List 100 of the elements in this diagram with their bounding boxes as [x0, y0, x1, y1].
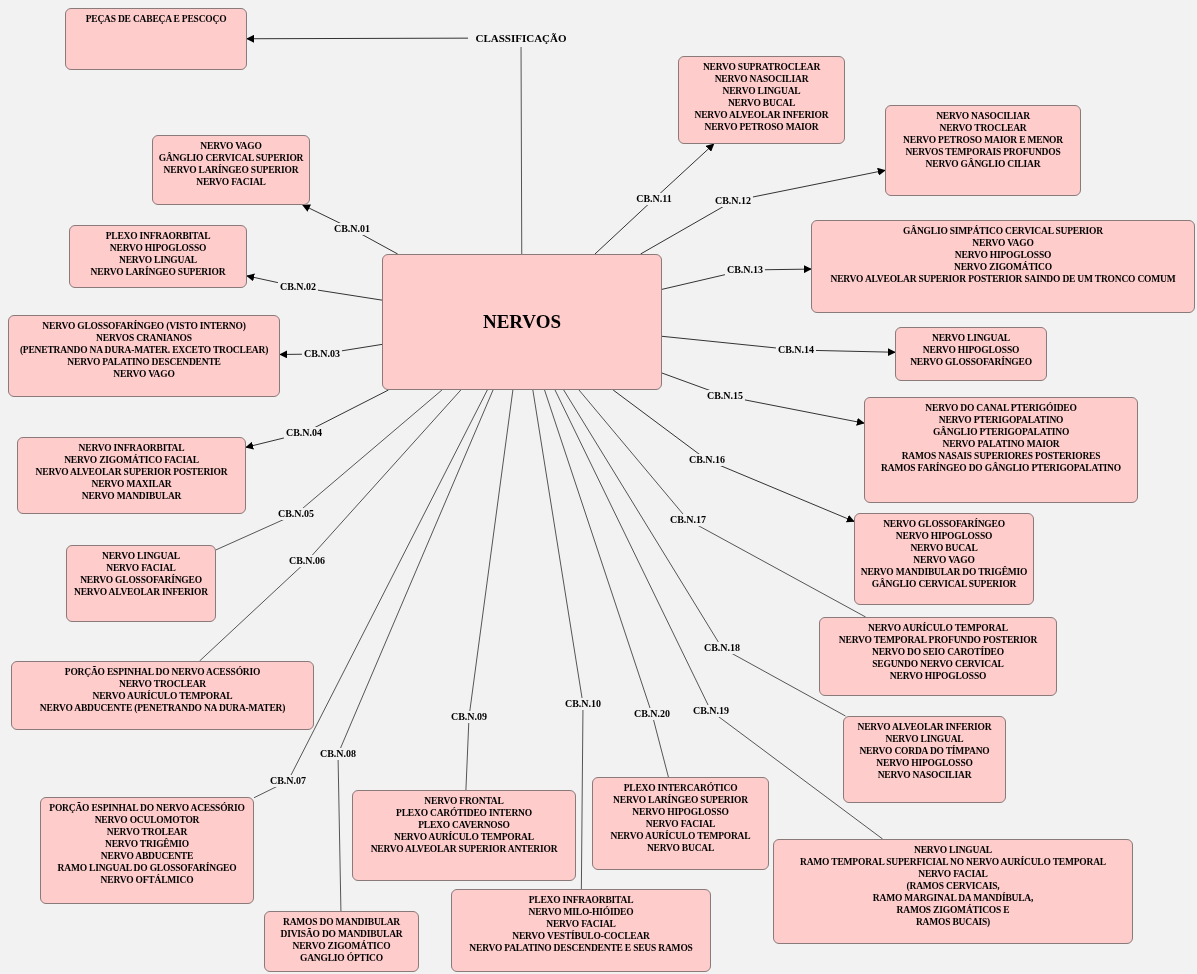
edge-label: CB.N.02 [277, 281, 319, 293]
list-item-text: NERVO ZIGOMÁTICO [954, 261, 1052, 273]
topic-box [69, 225, 247, 288]
list-item-text: GÂNGLIO CERVICAL SUPERIOR [871, 578, 1017, 590]
connector-line [215, 389, 443, 551]
connector-line [532, 389, 584, 890]
list-item-text: NERVO NASOCILIAR [877, 769, 972, 781]
edge-label: CB.N.16 [686, 454, 728, 466]
edge-label: CB.N.04 [283, 427, 325, 439]
edge-label: CB.N.13 [724, 264, 766, 276]
list-item-text: PEÇAS DE CABEÇA E PESCOÇO [85, 13, 227, 25]
list-item-text: RAMO LINGUAL DO GLOSSOFARÍNGEO [57, 862, 237, 874]
list-item-text: NERVO AURÍCULO TEMPORAL [394, 831, 534, 843]
list-item-text: NERVO VESTÍBULO-COCLEAR [512, 930, 650, 942]
topic-box [678, 56, 845, 144]
list-item-text: NERVO FACIAL [546, 918, 616, 930]
edge-label: CB.N.10 [562, 698, 604, 710]
list-item-text: NERVO TROCLEAR [119, 678, 206, 690]
list-item-text: NERVO AURÍCULO TEMPORAL [610, 830, 751, 842]
list-item-text: NERVO LARÍNGEO SUPERIOR [613, 794, 748, 806]
list-item-text: NERVO VAGO [972, 237, 1034, 249]
edge-label: CB.N.14 [775, 344, 817, 356]
topic-box [11, 661, 314, 730]
list-item-text: NERVO TROCLEAR [939, 122, 1027, 134]
list-item-text: NERVO AURÍCULO TEMPORAL [92, 690, 233, 702]
list-item-text: NERVO LINGUAL [722, 85, 801, 97]
edge-label: CB.N.20 [631, 708, 673, 720]
list-item-text: NERVO VAGO [913, 554, 975, 566]
list-item-text: NERVO GLOSSOFARÍNGEO (VISTO INTERNO) [42, 320, 246, 332]
topic-box [592, 777, 769, 870]
edge-label: CB.N.08 [317, 748, 359, 760]
list-item-text: PLEXO CARÓTIDEO INTERNO [396, 807, 532, 819]
list-item-text: NERVO ALVEOLAR SUPERIOR POSTERIOR SAINDO DE UM TRONCO COMUM [830, 273, 1176, 285]
list-item-text: NERVO GLOSSOFARÍNGEO [910, 356, 1032, 368]
connector-line [544, 389, 669, 778]
topic-box [8, 315, 280, 397]
list-item-text: PLEXO CAVERNOSO [418, 819, 510, 831]
list-item-text: PORÇÃO ESPINHAL DO NERVO ACESSÓRIO [64, 666, 261, 678]
list-item-text: NERVO FACIAL [918, 868, 988, 880]
list-item-text: NERVO TEMPORAL PROFUNDO POSTERIOR [838, 634, 1038, 646]
list-item-text: GÂNGLIO CERVICAL SUPERIOR [158, 152, 304, 164]
list-item-text: NERVOS TEMPORAIS PROFUNDOS [905, 146, 1061, 158]
list-item-text: NERVO TROLEAR [106, 826, 188, 838]
list-item-text: GÂNGLIO PTERIGOPALATINO [932, 426, 1070, 438]
connector-line [199, 389, 462, 662]
topic-box [843, 716, 1006, 803]
central-node-box [382, 254, 662, 390]
edge-label: CB.N.15 [704, 390, 746, 402]
list-item-text: NERVO BUCAL [727, 97, 796, 109]
list-item-text: NERVO FRONTAL [424, 795, 504, 807]
list-item-text: NERVO NASOCILIAR [936, 110, 1030, 122]
topic-box [451, 889, 711, 972]
edge-label: CB.N.09 [448, 711, 490, 723]
topic-box [864, 397, 1138, 503]
list-item-text: NERVO HIPOGLOSSO [954, 249, 1052, 261]
edge-label: CB.N.01 [331, 223, 373, 235]
list-item-text: NERVO PETROSO MAIOR [704, 121, 819, 133]
topic-box [17, 437, 246, 514]
connector-line [563, 389, 846, 717]
list-item-text: NERVO CORDA DO TÍMPANO [859, 745, 990, 757]
arrow [246, 34, 469, 43]
topic-box [152, 135, 310, 205]
list-item-text: NERVO MANDIBULAR [81, 490, 182, 502]
list-item-text: NERVO LINGUAL [102, 550, 180, 562]
list-item-text: NERVO FACIAL [106, 562, 176, 574]
list-item-text: NERVO LINGUAL [932, 332, 1010, 344]
list-item-text: NERVO ZIGOMÁTICO [292, 940, 391, 952]
list-item-text: PLEXO INFRAORBITAL [528, 894, 634, 906]
list-item-text: NERVO TRIGÊMIO [105, 838, 189, 850]
list-item-text: NERVO ABDUCENTE (PENETRANDO NA DURA-MATER) [39, 702, 286, 714]
list-item-text: NERVO PALATINO MAIOR [942, 438, 1060, 450]
topic-box [264, 911, 419, 972]
list-item-text: NERVO HIPOGLOSSO [632, 806, 729, 818]
connector-line [253, 389, 488, 799]
list-item-text: NERVO MANDIBULAR DO TRIGÊMIO [860, 566, 1028, 578]
list-item-text: NERVO DO SEIO CAROTÍDEO [872, 646, 1004, 658]
list-item-text: NERVO LINGUAL [885, 733, 964, 745]
list-item-text: NERVO OFTÁLMICO [100, 874, 194, 886]
list-item-text: NERVO OCULOMOTOR [94, 814, 200, 826]
list-item-text: NERVO HIPOGLOSSO [922, 344, 1020, 356]
list-item-text: NERVO ALVEOLAR SUPERIOR ANTERIOR [370, 843, 558, 855]
connector-line [465, 389, 514, 791]
list-item-text: NERVO ABDUCENTE [100, 850, 194, 862]
list-item-text: RAMOS BUCAIS) [915, 916, 991, 928]
edge-label: CB.N.19 [690, 705, 732, 717]
edge-label: CB.N.12 [712, 195, 754, 207]
list-item-text: DIVISÃO DO MANDIBULAR [280, 928, 403, 940]
topic-box [352, 790, 576, 881]
edge-label: CB.N.05 [275, 508, 317, 520]
list-item-text: NERVO PTERIGOPALATINO [938, 414, 1064, 426]
list-item-text: NERVO NASOCILIAR [714, 73, 809, 85]
list-item-text: RAMOS ZIGOMÁTICOS E [896, 904, 1010, 916]
list-item-text: NERVOS CRANIANOS [96, 332, 192, 344]
list-item-text: (PENETRANDO NA DURA-MATER. EXCETO TROCLEAR) [19, 344, 269, 356]
list-item-text: NERVO FACIAL [645, 818, 716, 830]
list-item-text: NERVO PALATINO DESCENDENTE [67, 356, 221, 368]
edge-label: CB.N.18 [701, 642, 743, 654]
list-item-text: NERVO BUCAL [646, 842, 715, 854]
topic-box [811, 220, 1195, 313]
list-item-text: NERVO AURÍCULO TEMPORAL [868, 622, 1008, 634]
